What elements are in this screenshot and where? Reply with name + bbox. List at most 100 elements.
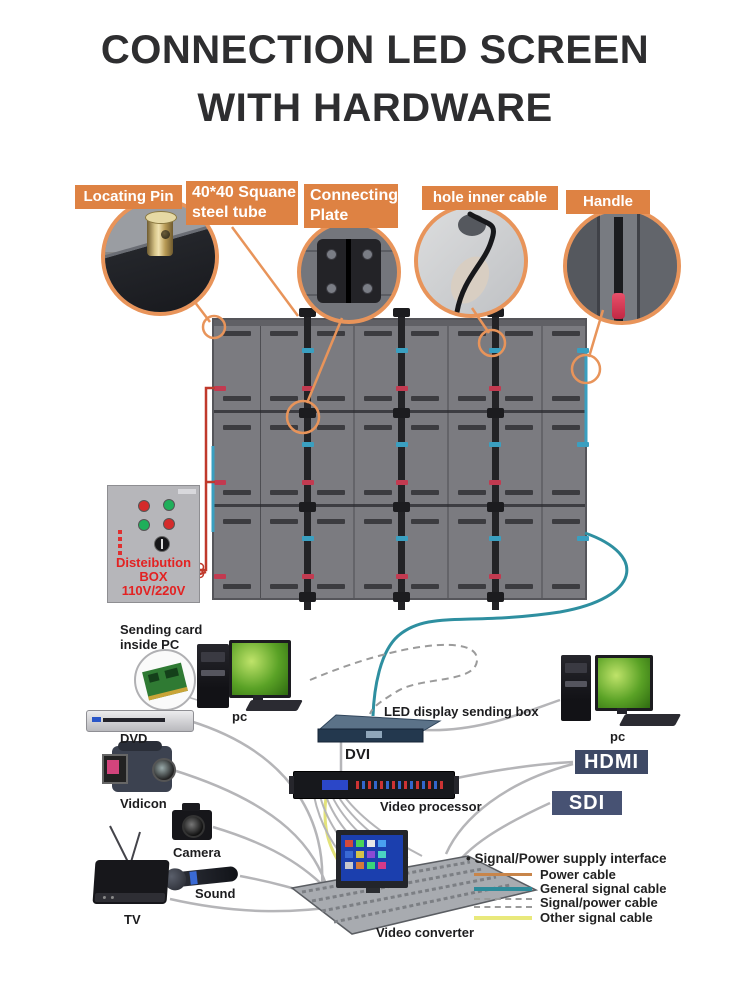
blue-connector	[301, 536, 314, 541]
key-switch-icon	[154, 536, 170, 552]
blue-connector	[489, 348, 502, 353]
panel-slot	[410, 331, 439, 336]
sound-label: Sound	[195, 886, 236, 901]
panel-slot	[410, 396, 439, 401]
label-steel-tube: 40*40 Squane steel tube	[186, 181, 298, 225]
tv-label: TV	[124, 912, 141, 927]
panel-slot	[504, 425, 533, 430]
power-cable-swatch	[474, 873, 532, 876]
legend-title-text: Signal/Power supply interface	[474, 851, 667, 866]
inner-cable-icon	[454, 211, 496, 314]
other-signal-swatch	[474, 916, 532, 920]
blue-connector	[301, 442, 314, 447]
tube-connector-knob	[393, 308, 410, 317]
vidicon-label: Vidicon	[120, 796, 167, 811]
panel-slot	[551, 584, 580, 589]
label-connecting-plate-line2: Plate	[310, 207, 349, 224]
distribution-box-label: Disteibution BOX 110V/220V	[108, 556, 199, 598]
pc-left-label: pc	[232, 709, 248, 724]
panel-slot	[457, 396, 486, 401]
panel-slot	[223, 396, 252, 401]
pc-right-monitor-icon	[595, 655, 653, 711]
camera-icon	[172, 803, 212, 840]
panel-slot	[551, 425, 580, 430]
pcb-card-icon	[142, 662, 188, 701]
green-button-icon	[138, 519, 150, 531]
label-connecting-plate: Connecting Plate	[304, 184, 398, 228]
panel-slot	[364, 331, 393, 336]
sending-box-label: LED display sending box	[384, 704, 539, 719]
panel-slot	[364, 490, 393, 495]
panel-slot	[223, 490, 252, 495]
tube-connector-knob	[486, 502, 504, 512]
converter-buttons	[321, 875, 497, 913]
label-handle: Handle	[566, 190, 650, 214]
video-converter-icon	[290, 855, 539, 935]
panel-slot	[410, 425, 439, 430]
converter-monitor-stand	[366, 888, 380, 893]
panel-slot	[223, 331, 252, 336]
blue-connector	[577, 348, 589, 353]
panel-slot	[270, 425, 299, 430]
leader-steel-tube	[230, 226, 300, 317]
box-sticker	[178, 489, 196, 494]
panel-slot	[504, 331, 533, 336]
dvd-player-icon	[86, 710, 194, 732]
panel-slot	[364, 519, 393, 524]
label-steel-tube-line1: 40*40 Squane	[192, 184, 297, 201]
red-connector	[301, 386, 314, 391]
panel-slot	[504, 396, 533, 401]
red-connector	[395, 386, 408, 391]
panel-slot	[317, 331, 346, 336]
converter-monitor	[336, 830, 408, 888]
label-hole-inner-cable: hole inner cable	[422, 186, 558, 210]
panel-slot	[551, 396, 580, 401]
panel-slot	[317, 490, 346, 495]
signal-power-swatch	[474, 898, 532, 908]
panel-slot	[551, 519, 580, 524]
red-connector	[214, 480, 226, 485]
panel-slot	[223, 584, 252, 589]
video-processor-label: Video processor	[380, 799, 482, 814]
panel-slot	[270, 396, 299, 401]
red-connector	[489, 574, 502, 579]
panel-slot	[457, 331, 486, 336]
tube-connector-knob	[393, 502, 410, 512]
legend-label: General signal cable	[540, 881, 667, 896]
pc-right-keyboard-icon	[618, 714, 682, 726]
led-screen	[212, 308, 589, 610]
green-button-icon	[163, 499, 175, 511]
blue-connector	[395, 348, 408, 353]
vidicon-icon	[102, 741, 176, 792]
legend-label: Signal/power cable	[540, 895, 658, 910]
dvi-label: DVI	[345, 746, 371, 763]
panel-slot	[410, 490, 439, 495]
distribution-box-line2: BOX	[139, 569, 168, 584]
legend-label: Other signal cable	[540, 910, 653, 925]
pc-left-keyboard-icon	[245, 700, 303, 711]
tube-connector-knob	[393, 408, 410, 418]
video-converter-label: Video converter	[375, 925, 475, 940]
handle-icon	[612, 293, 625, 319]
panel-slot	[223, 519, 252, 524]
microphone-icon	[163, 865, 239, 892]
pc-left-tower-icon	[197, 644, 229, 708]
pc-right-label: pc	[610, 729, 626, 744]
page-title-line1: CONNECTION LED SCREEN	[100, 28, 650, 72]
photo-hole-inner-cable	[414, 204, 528, 318]
converter-screen-tiles	[345, 840, 386, 869]
panel-slot	[317, 425, 346, 430]
video-processor-icon	[289, 771, 459, 799]
panel-slot	[504, 490, 533, 495]
tube-connector-knob	[486, 592, 504, 602]
hdmi-badge: HDMI	[575, 750, 648, 774]
tube-connector-knob	[299, 408, 317, 418]
panel-slot	[270, 490, 299, 495]
panel-slot	[317, 396, 346, 401]
converter-buttons	[311, 867, 483, 903]
general-signal-swatch	[474, 887, 532, 891]
plate-bolt	[326, 249, 337, 260]
panel-slot	[317, 584, 346, 589]
handle-panel-right	[637, 211, 677, 321]
pc-left-monitor-icon	[229, 640, 291, 698]
